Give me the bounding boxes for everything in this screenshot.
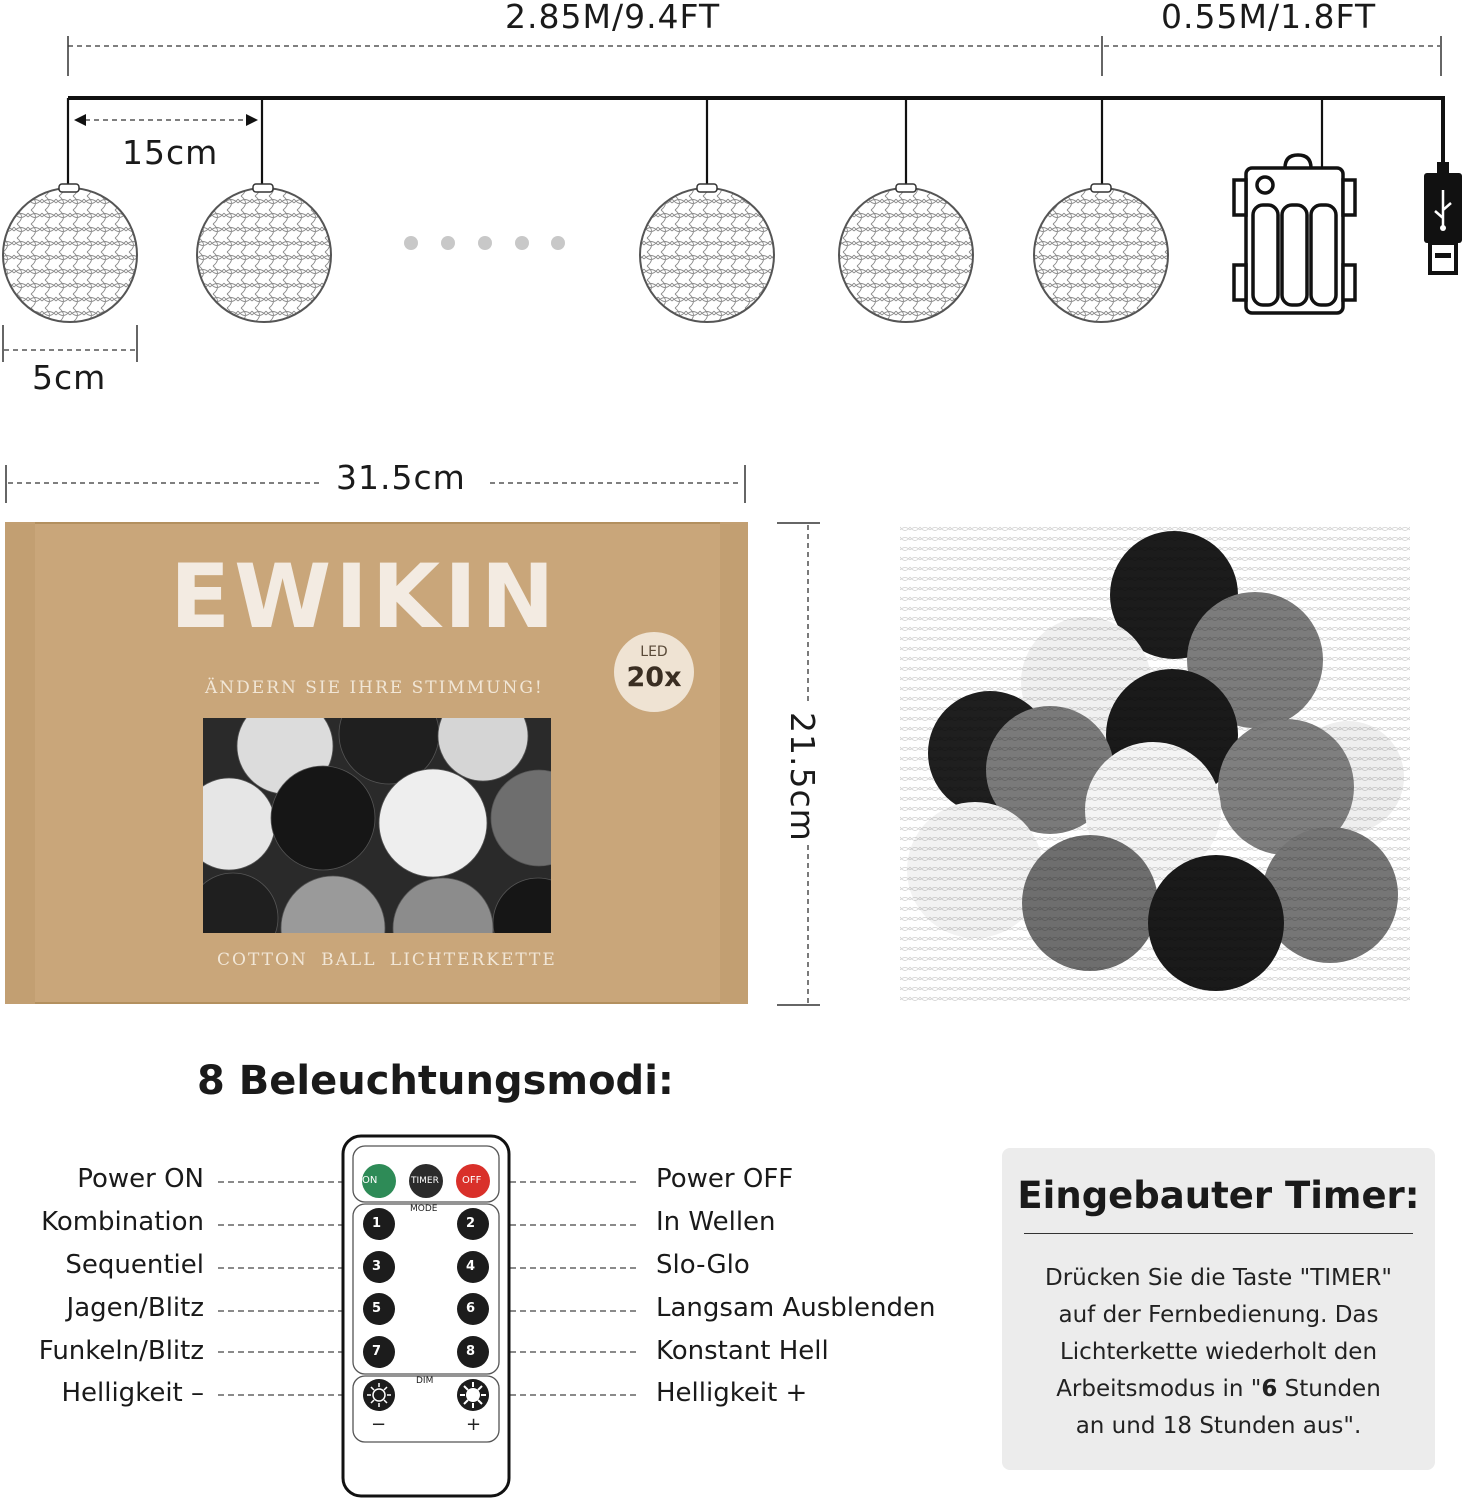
box-height-label: 21.5cm (783, 712, 822, 842)
timer-divider (1024, 1233, 1413, 1234)
mode-section-label: MODE (410, 1204, 438, 1214)
off-button (456, 1164, 490, 1198)
string-length-label: 2.85M/9.4FT (505, 0, 721, 36)
dim-minus-label: − (371, 1414, 387, 1435)
sun-bright-icon (460, 1382, 486, 1408)
remote-button-3: 3 (372, 1259, 382, 1274)
battery-box-icon (1232, 153, 1357, 315)
mode-label-right-1: Power OFF (656, 1164, 794, 1194)
remote-button-1: 1 (372, 1216, 382, 1231)
dim-plus-label: + (466, 1414, 482, 1435)
remote-button-4: 4 (466, 1259, 476, 1274)
mode-label-right-5: Konstant Hell (656, 1336, 829, 1366)
ellipsis-dots (404, 236, 565, 250)
mode-label-left-1: Power ON (77, 1164, 204, 1194)
mode-label-left-2: Kombination (41, 1207, 204, 1237)
off-button-label: OFF (462, 1175, 482, 1186)
on-button-label: ON (362, 1175, 378, 1186)
remote-control (218, 1134, 640, 1498)
box-width-label: 31.5cm (336, 458, 466, 497)
box-brand-logo: EWIKIN (170, 545, 559, 648)
main-wire (68, 96, 1445, 165)
mode-label-left-4: Jagen/Blitz (66, 1293, 204, 1323)
lead-length-label: 0.55M/1.8FT (1161, 0, 1377, 36)
timer-description: Drücken Sie die Taste "TIMER" auf der Fe… (1045, 1265, 1392, 1439)
mode-label-right-3: Slo-Glo (656, 1250, 750, 1280)
ball-diameter-label: 5cm (32, 358, 107, 397)
string-diagram (2, 36, 1462, 362)
box-window (203, 718, 551, 933)
box-dimension-lines (5, 465, 820, 1006)
remote-button-5: 5 (372, 1301, 382, 1316)
mode-label-left-5: Funkeln/Blitz (38, 1336, 204, 1366)
timer-title: Eingebauter Timer: (1017, 1174, 1420, 1217)
remote-button-6: 6 (466, 1301, 476, 1316)
mode-label-right-2: In Wellen (656, 1207, 776, 1237)
usb-plug-icon (1424, 162, 1462, 275)
led-badge: LED 20x (614, 632, 694, 712)
mode-label-left-6: Helligkeit – (61, 1378, 204, 1408)
timer-button-label: TIMER (411, 1176, 439, 1186)
on-button (362, 1164, 396, 1198)
remote-button-2: 2 (466, 1216, 476, 1231)
dim-section-label: DIM (416, 1376, 434, 1386)
remote-button-7: 7 (372, 1344, 382, 1359)
ball-cluster-image (900, 525, 1410, 1005)
ball-spacing-label: 15cm (122, 133, 219, 172)
box-product-name: COTTON BALL LICHTERKETTE (217, 950, 557, 970)
mode-label-left-3: Sequentiel (65, 1250, 204, 1280)
modes-heading: 8 Beleuchtungsmodi: (197, 1058, 674, 1104)
cotton-ball-outline (2, 187, 1169, 323)
timer-info-panel: Eingebauter Timer: Drücken Sie die Taste… (1002, 1148, 1435, 1470)
mode-label-right-6: Helligkeit + (656, 1378, 808, 1408)
remote-button-8: 8 (466, 1344, 476, 1359)
sun-dim-icon (367, 1383, 391, 1407)
timer-button (409, 1164, 443, 1198)
box-slogan: ÄNDERN SIE IHRE STIMMUNG! (205, 678, 544, 698)
mode-label-right-4: Langsam Ausblenden (656, 1293, 936, 1323)
